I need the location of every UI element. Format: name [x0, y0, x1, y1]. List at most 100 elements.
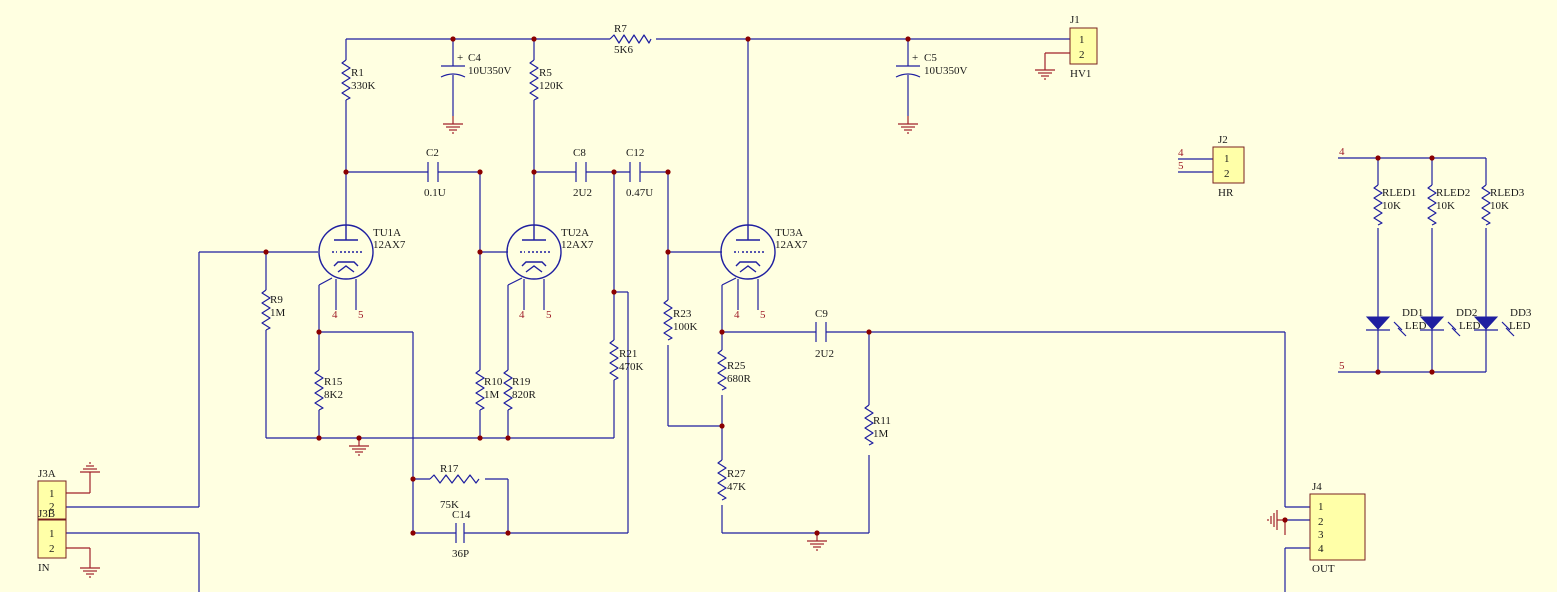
- led-type: LED: [1459, 320, 1480, 332]
- connector-ref: J4: [1312, 481, 1322, 493]
- connector-ref: J3B: [38, 508, 55, 520]
- resistor-ref: R1: [351, 67, 364, 79]
- capacitor-ref: C2: [426, 147, 439, 159]
- resistor-value: 10K: [1382, 200, 1401, 212]
- resistor-r19[interactable]: R19 820R: [503, 369, 537, 411]
- connector-j3b[interactable]: 1 2 J3B IN: [37, 508, 67, 574]
- resistor-value: 1M: [873, 428, 889, 440]
- resistor-value: 120K: [539, 80, 564, 92]
- capacitor-ref: C9: [815, 308, 828, 320]
- connector-name: IN: [38, 562, 50, 574]
- capacitor-c4[interactable]: + C4 10U350V: [440, 52, 511, 78]
- net-label: 5: [1178, 160, 1184, 172]
- resistor-r27[interactable]: R27 47K: [717, 459, 746, 501]
- tube-type: 12AX7: [561, 239, 594, 251]
- resistor-ref: RLED2: [1436, 187, 1470, 199]
- capacitor-c14[interactable]: C14 36P: [452, 509, 471, 560]
- resistor-value: 10K: [1436, 200, 1455, 212]
- led-dd2[interactable]: DD2 LED: [1419, 307, 1480, 337]
- junction-dots: [263, 36, 1435, 536]
- tube-pin-b: 5: [358, 309, 364, 321]
- capacitor-c9[interactable]: C9 2U2: [815, 308, 834, 360]
- resistor-rled2[interactable]: RLED2 10K: [1427, 184, 1470, 226]
- connector-pin: 2: [1079, 49, 1085, 61]
- tube-tu2a[interactable]: TU2A 12AX7 4 5: [506, 224, 594, 321]
- resistor-r11[interactable]: R11 1M: [864, 404, 891, 446]
- ground-icon: [442, 115, 464, 134]
- resistor-r9[interactable]: R9 1M: [261, 289, 286, 331]
- connector-ref: J1: [1070, 14, 1080, 26]
- connector-j4[interactable]: 1 2 3 4 J4 OUT: [1309, 481, 1366, 575]
- resistor-ref: R19: [512, 376, 531, 388]
- capacitor-c2[interactable]: C2 0.1U: [424, 147, 446, 199]
- ground-icon: [1034, 61, 1056, 80]
- resistor-r10[interactable]: R10 1M: [475, 369, 503, 411]
- connector-pin: 2: [1224, 168, 1230, 180]
- resistor-rled1[interactable]: RLED1 10K: [1373, 184, 1416, 226]
- connector-pin: 3: [1318, 529, 1324, 541]
- resistor-ref: RLED3: [1490, 187, 1525, 199]
- net-label: 4: [1178, 147, 1184, 159]
- tube-tu1a[interactable]: TU1A 12AX7 4 5: [318, 224, 406, 321]
- resistor-ref: R7: [614, 23, 627, 35]
- tube-pin-a: 4: [332, 309, 338, 321]
- capacitor-ref: C8: [573, 147, 586, 159]
- resistor-value: 820R: [512, 389, 537, 401]
- capacitor-ref: C4: [468, 52, 481, 64]
- tube-tu3a[interactable]: TU3A 12AX7 4 5: [720, 224, 808, 321]
- resistor-value: 10K: [1490, 200, 1509, 212]
- ground-icon: [79, 462, 101, 481]
- resistor-value: 47K: [727, 481, 746, 493]
- resistor-ref: R21: [619, 348, 637, 360]
- resistor-r5[interactable]: R5 120K: [529, 59, 564, 101]
- resistor-r25[interactable]: R25 680R: [717, 349, 752, 391]
- tube-ref: TU1A: [373, 227, 401, 239]
- capacitor-c5[interactable]: + C5 10U350V: [895, 52, 967, 78]
- capacitor-value: 0.47U: [626, 187, 653, 199]
- resistor-r15[interactable]: R15 8K2: [314, 369, 343, 411]
- resistor-value: 1M: [484, 389, 500, 401]
- connector-ref: J2: [1218, 134, 1228, 146]
- tube-pin-a: 4: [734, 309, 740, 321]
- resistor-value: 75K: [440, 499, 459, 511]
- wires: [66, 38, 1487, 592]
- led-dd3[interactable]: DD3 LED: [1473, 307, 1532, 337]
- resistor-r1[interactable]: R1 330K: [341, 59, 376, 101]
- resistor-ref: R10: [484, 376, 503, 388]
- resistor-r17[interactable]: R17 75K: [429, 463, 480, 511]
- capacitor-ref: C5: [924, 52, 937, 64]
- resistor-ref: R17: [440, 463, 459, 475]
- resistor-value: 8K2: [324, 389, 343, 401]
- connector-name: OUT: [1312, 563, 1335, 575]
- led-net-top: 4: [1339, 146, 1345, 158]
- tube-pin-b: 5: [546, 309, 552, 321]
- connector-j2[interactable]: 1 2 J2 HR 4 5: [1178, 134, 1245, 199]
- capacitor-value: 0.1U: [424, 187, 446, 199]
- connector-pin: 2: [49, 543, 55, 555]
- ground-icon: [79, 559, 101, 578]
- resistor-r23[interactable]: R23 100K: [663, 299, 698, 341]
- tube-ref: TU2A: [561, 227, 589, 239]
- led-dd1[interactable]: DD1 LED: [1365, 307, 1426, 337]
- connector-pin: 2: [1318, 516, 1324, 528]
- resistor-ref: R23: [673, 308, 692, 320]
- resistor-ref: R27: [727, 468, 746, 480]
- connector-pin: 2: [49, 501, 55, 513]
- connector-name: HR: [1218, 187, 1234, 199]
- connector-pin: 4: [1318, 543, 1324, 555]
- resistor-r7[interactable]: R7 5K6: [609, 23, 652, 56]
- resistor-ref: R9: [270, 294, 283, 306]
- resistor-ref: RLED1: [1382, 187, 1416, 199]
- capacitor-c8[interactable]: C8 2U2: [573, 147, 592, 199]
- capacitor-c12[interactable]: C12 0.47U: [626, 147, 653, 199]
- connector-j3a[interactable]: 1 2 J3A: [37, 468, 67, 520]
- resistor-rled3[interactable]: RLED3 10K: [1481, 184, 1525, 226]
- led-type: LED: [1509, 320, 1530, 332]
- resistor-r21[interactable]: R21 470K: [609, 339, 644, 381]
- connector-pin: 1: [49, 488, 55, 500]
- connector-pin: 1: [1318, 501, 1324, 513]
- resistor-ref: R25: [727, 360, 746, 372]
- connector-j1[interactable]: 1 2 J1 HV1: [1069, 14, 1098, 80]
- connector-pin: 1: [1079, 34, 1085, 46]
